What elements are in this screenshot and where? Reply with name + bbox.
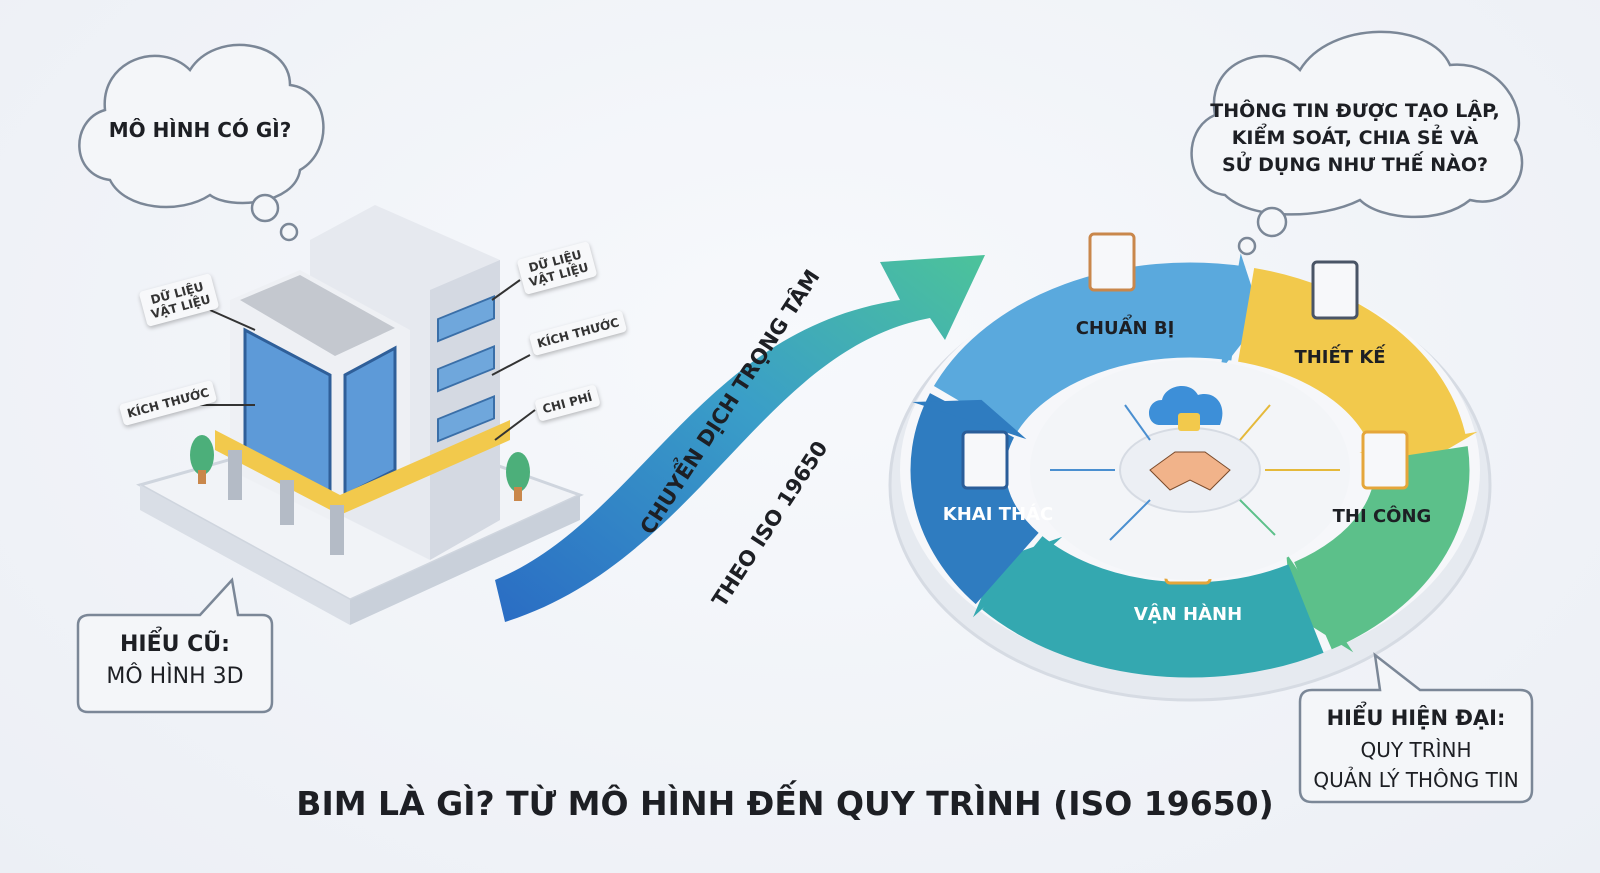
old-view-bubble	[76, 577, 274, 714]
crane-worker-icon	[1361, 430, 1409, 490]
cycle-segment-0	[933, 262, 1246, 436]
cycle-ring	[910, 232, 1478, 678]
modern-view-bubble	[1298, 652, 1534, 804]
cycle-label-design: THIẾT KẾ	[1294, 347, 1386, 368]
modern-view-line1: QUY TRÌNH	[1360, 738, 1472, 762]
modern-view-heading: HIỂU HIỆN ĐẠI:	[1326, 706, 1506, 730]
cycle-label-operation: VẬN HÀNH	[1133, 604, 1243, 625]
cycle-arrowhead-2	[1286, 552, 1354, 653]
building-chart-icon	[961, 430, 1009, 490]
flow-arrows	[1050, 404, 1340, 541]
compass-pencil-icon	[1311, 260, 1359, 320]
question-right: THÔNG TIN ĐƯỢC TẠO LẬP, KIỂM SOÁT, CHIA …	[1190, 98, 1520, 179]
cycle-arrowhead-3	[973, 536, 1063, 618]
cycle-label-construction: THI CÔNG	[1332, 506, 1432, 527]
old-view-text: MÔ HÌNH 3D	[106, 664, 244, 689]
cloud-lock-handshake-icon	[1148, 385, 1231, 491]
question-left: MÔ HÌNH CÓ GÌ?	[108, 118, 292, 142]
cycle-arrowhead-0	[1219, 253, 1262, 372]
question-right-line2: KIỂM SOÁT, CHIA SẺ VÀ	[1231, 127, 1479, 149]
building-illustration	[136, 205, 584, 625]
question-right-line3: SỬ DỤNG NHƯ THẾ NÀO?	[1221, 154, 1488, 176]
question-cloud-right	[1190, 30, 1524, 256]
modern-view-line2: QUẢN LÝ THÔNG TIN	[1313, 768, 1519, 792]
cycle-arrowhead-4	[912, 399, 1027, 440]
clipboard-icon	[1088, 232, 1136, 292]
question-right-line1: THÔNG TIN ĐƯỢC TẠO LẬP,	[1210, 100, 1500, 122]
question-cloud-left	[78, 43, 325, 242]
cycle-label-exploitation: KHAI THÁC	[942, 504, 1054, 525]
cycle-label-prepare: CHUẨN BỊ	[1075, 318, 1175, 339]
page-title: BIM LÀ GÌ? TỪ MÔ HÌNH ĐẾN QUY TRÌNH (ISO…	[296, 784, 1274, 823]
cycle-segment-1	[1237, 267, 1467, 459]
cycle-segment-2	[1293, 446, 1470, 650]
cycle-segment-3	[982, 535, 1324, 678]
old-view-heading: HIỂU CŨ:	[120, 632, 230, 657]
shift-arrow	[495, 255, 985, 622]
